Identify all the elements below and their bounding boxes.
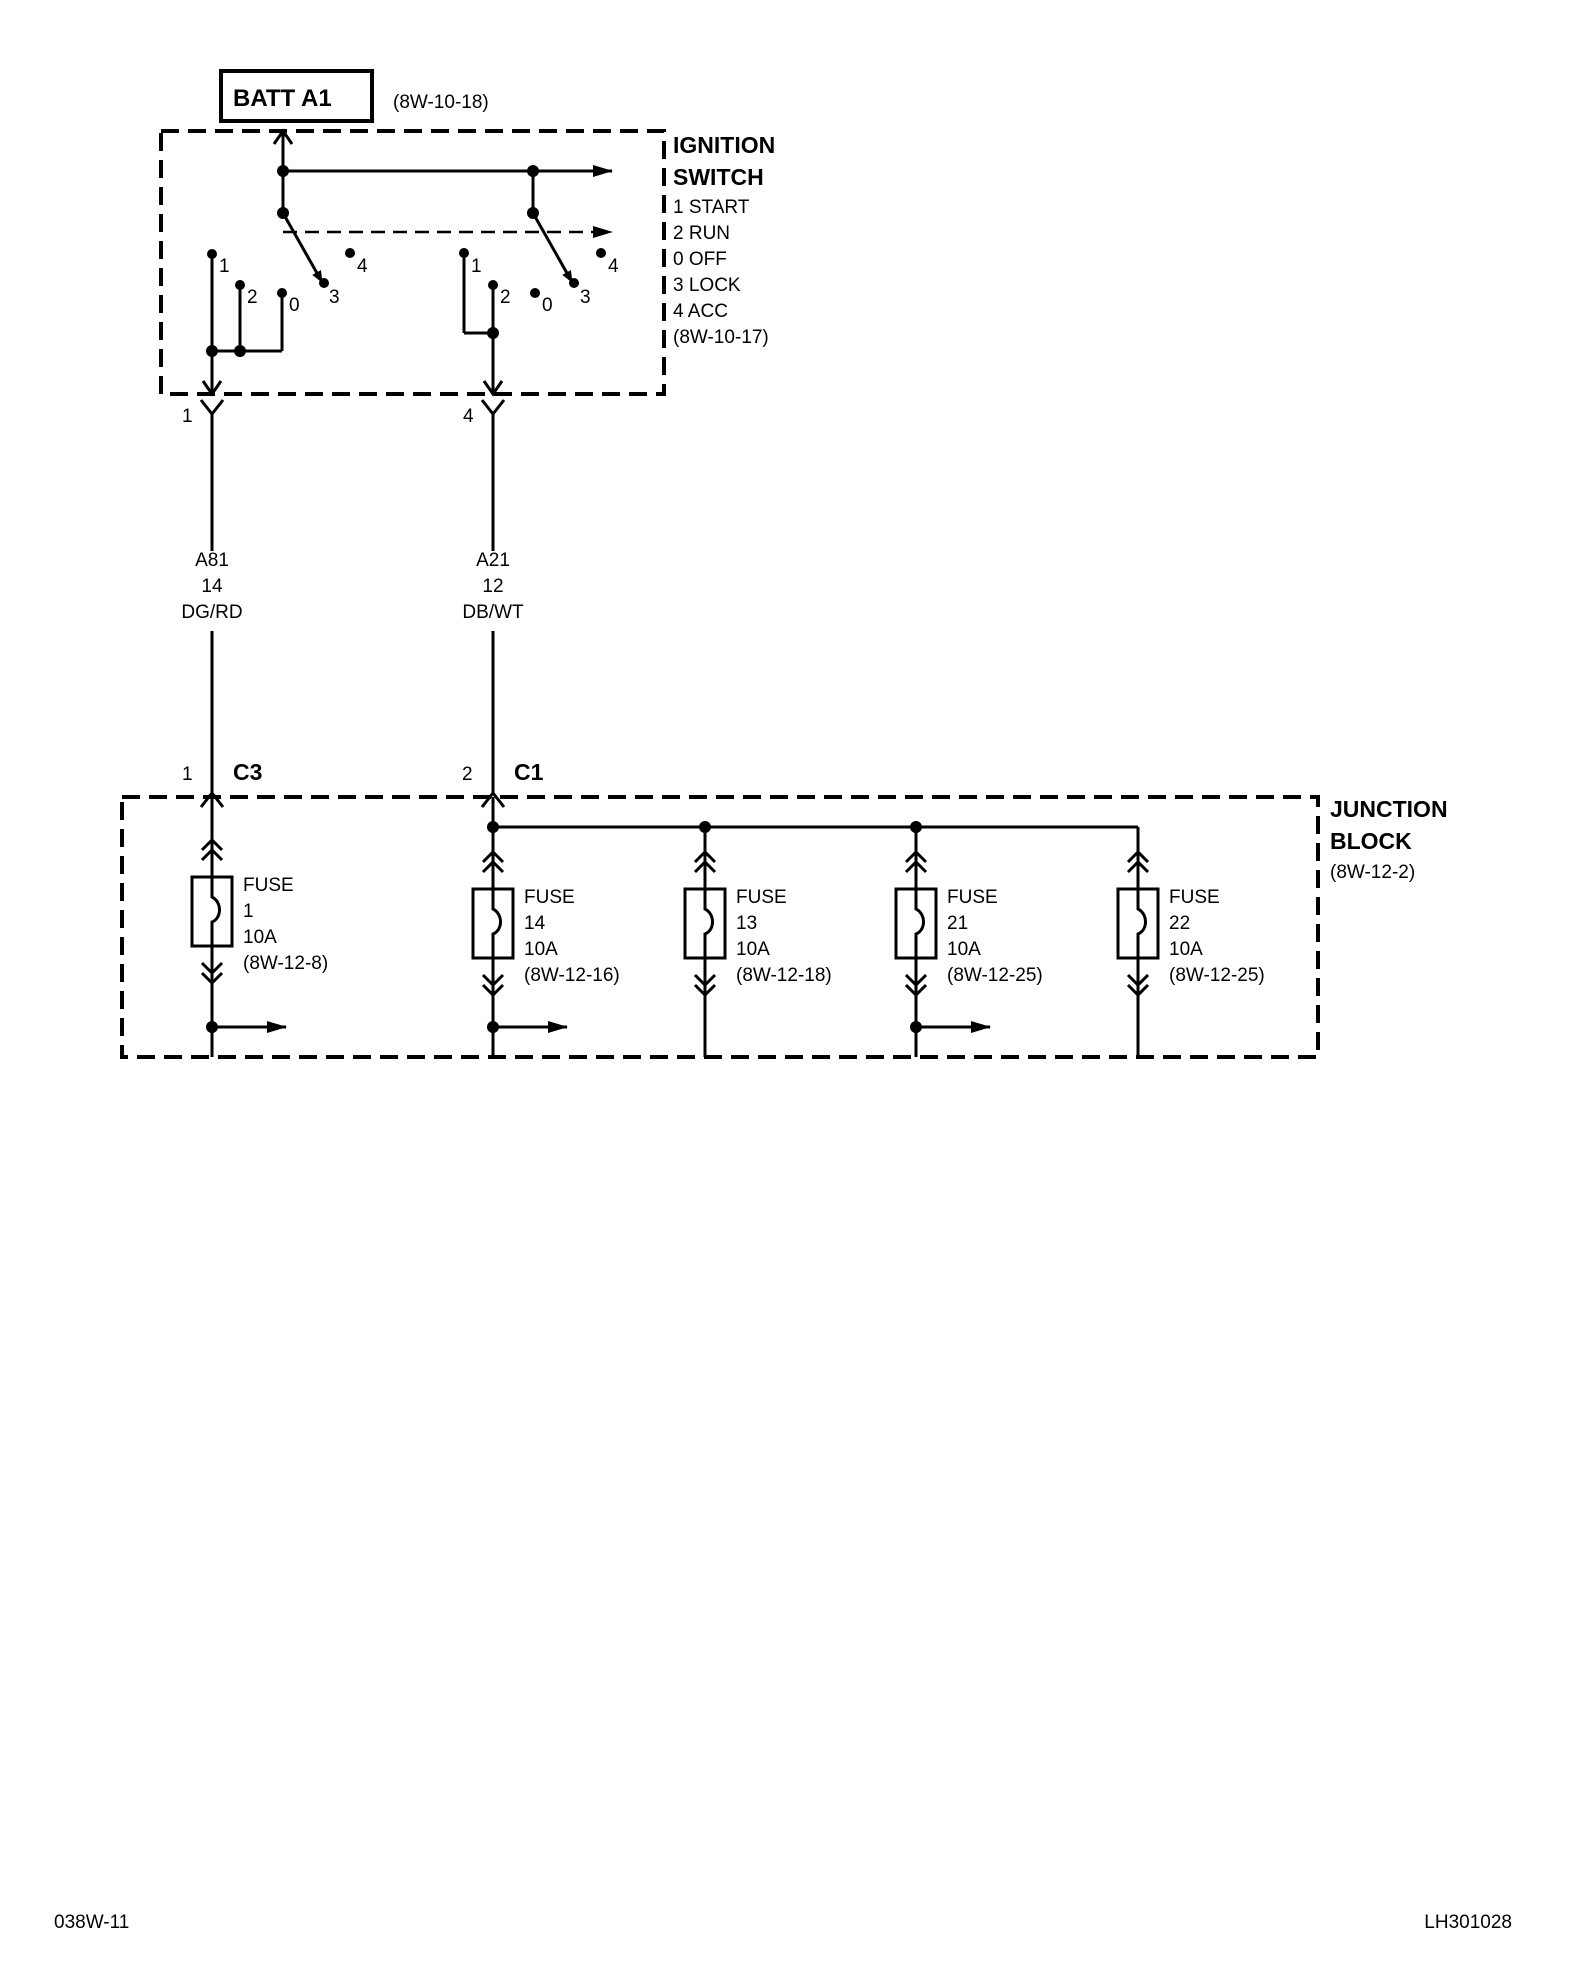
junction-internal-wiring: [210, 797, 1140, 888]
switch-pin-4: 4: [463, 406, 474, 427]
batt-a1-label-box: BATT A1: [219, 69, 374, 123]
wire-a21-color: DB/WT: [462, 602, 524, 623]
switch-pin-1: 1: [182, 406, 193, 427]
batt-ref: (8W-10-18): [393, 92, 489, 113]
junction-block-box: [120, 795, 1320, 1059]
connector-c1-pin: 2: [462, 764, 473, 785]
fuse-21-label: FUSE: [947, 887, 998, 908]
ignition-switch-title-2: SWITCH: [673, 164, 764, 190]
footer-left-code: 038W-11: [54, 1912, 129, 1933]
wire-a81-gauge: 14: [201, 576, 223, 597]
ignition-switch-box: [159, 129, 666, 396]
contact-label-acc-left: 4: [357, 256, 368, 277]
contact-label-lock-right: 3: [580, 287, 591, 308]
junction-block-title-2: BLOCK: [1330, 828, 1412, 854]
footer-right-code: LH301028: [1424, 1912, 1512, 1933]
junction-block-ref: (8W-12-2): [1330, 862, 1415, 883]
fuse-1-labels: FUSE 1 10A (8W-12-8): [243, 875, 328, 974]
fuse-21-rating: 10A: [947, 939, 981, 960]
connector-c3-pin: 1: [182, 764, 193, 785]
fuse-14-symbol: [471, 849, 568, 1057]
fuse-13-symbol: [683, 849, 727, 1057]
contact-label-start-left: 1: [219, 256, 230, 277]
fuse-1-label: FUSE: [243, 875, 294, 896]
contact-label-off-left: 0: [289, 295, 300, 316]
ignition-switch-ref: (8W-10-17): [673, 327, 769, 348]
contact-label-run-right: 2: [500, 287, 511, 308]
wire-a81-circuit: A81: [195, 550, 229, 571]
fuse-14-ref: (8W-12-16): [524, 965, 620, 986]
fuse-22-ref: (8W-12-25): [1169, 965, 1265, 986]
fuse-13-rating: 10A: [736, 939, 770, 960]
contact-label-acc-right: 4: [608, 256, 619, 277]
fuse-1-ref: (8W-12-8): [243, 953, 328, 974]
ignition-switch-title-1: IGNITION: [673, 132, 775, 158]
position-start: 1 START: [673, 197, 750, 218]
position-run: 2 RUN: [673, 223, 730, 244]
contact-label-off-right: 0: [542, 295, 553, 316]
fuse-14-rating: 10A: [524, 939, 558, 960]
fuse-13-labels: FUSE 13 10A (8W-12-18): [736, 887, 832, 986]
fuse-21-ref: (8W-12-25): [947, 965, 1043, 986]
wire-a21-circuit: A21: [476, 550, 510, 571]
ignition-switch-legend: IGNITION SWITCH 1 START 2 RUN 0 OFF 3 LO…: [673, 132, 775, 348]
contact-label-run-left: 2: [247, 287, 258, 308]
fuse-1-symbol: [190, 837, 287, 1057]
ignition-switch-internal-wiring: [201, 128, 613, 397]
connector-c1: 2 C1: [462, 759, 544, 808]
junction-block-title-1: JUNCTION: [1330, 796, 1448, 822]
position-acc: 4 ACC: [673, 301, 728, 322]
wire-a81: A81 14 DG/RD: [181, 414, 243, 795]
wire-a21-gauge: 12: [482, 576, 503, 597]
wire-a81-color: DG/RD: [181, 602, 242, 623]
wire-a21: A21 12 DB/WT: [462, 414, 524, 795]
fuse-14-labels: FUSE 14 10A (8W-12-16): [524, 887, 620, 986]
ignition-contact-labels: 1 2 0 3 4 1 2 0 3 4: [219, 256, 619, 316]
position-off: 0 OFF: [673, 249, 727, 270]
fuse-22-labels: FUSE 22 10A (8W-12-25): [1169, 887, 1265, 986]
fuse-22-rating: 10A: [1169, 939, 1203, 960]
fuse-22-number: 22: [1169, 913, 1190, 934]
contact-label-start-right: 1: [471, 256, 482, 277]
fuse-14-label: FUSE: [524, 887, 575, 908]
fuse-22-label: FUSE: [1169, 887, 1220, 908]
connector-c3: 1 C3: [182, 759, 262, 808]
connector-c3-name: C3: [233, 759, 262, 785]
fuse-21-labels: FUSE 21 10A (8W-12-25): [947, 887, 1043, 986]
fuse-22-symbol: [1116, 849, 1160, 1057]
fuse-14-number: 14: [524, 913, 546, 934]
fuse-21-number: 21: [947, 913, 968, 934]
fuse-21-symbol: [894, 849, 991, 1057]
fuse-1-rating: 10A: [243, 927, 277, 948]
switch-output-connector-4: 4: [463, 399, 506, 427]
fuse-13-number: 13: [736, 913, 757, 934]
fuse-1-number: 1: [243, 901, 254, 922]
junction-block-legend: JUNCTION BLOCK (8W-12-2): [1330, 796, 1448, 883]
switch-output-connector-1: 1: [182, 399, 225, 427]
fuse-13-ref: (8W-12-18): [736, 965, 832, 986]
position-lock: 3 LOCK: [673, 275, 741, 296]
contact-label-lock-left: 3: [329, 287, 340, 308]
connector-c1-name: C1: [514, 759, 544, 785]
batt-label: BATT A1: [233, 85, 332, 112]
fuse-13-label: FUSE: [736, 887, 787, 908]
